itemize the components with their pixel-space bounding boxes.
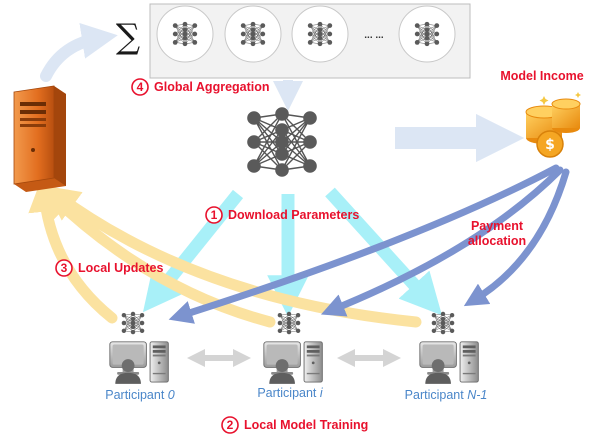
global-model-neural-network-icon — [245, 105, 319, 179]
neural-network-icon — [414, 21, 440, 47]
dollar-sign: $ — [545, 137, 555, 153]
payment-allocation-line1: Payment — [471, 219, 524, 233]
neural-network-icon — [240, 21, 266, 47]
payment-allocation-arrows — [168, 164, 570, 324]
model-circles — [156, 5, 456, 63]
step-global-aggregation: 4 Global Aggregation — [131, 78, 270, 96]
update-arrow-participant-n1 — [43, 185, 422, 328]
participant-i-user-computer-icon — [263, 341, 323, 384]
neural-network-icon — [172, 21, 198, 47]
step-4-number: 4 — [137, 80, 144, 94]
sigma-icon: ∑ — [116, 17, 140, 57]
participant-i-model-icon — [277, 311, 301, 335]
participant-0-label: Participant 0 — [105, 388, 175, 402]
step-3-label: Local Updates — [78, 261, 163, 275]
step-2-label: Local Model Training — [244, 418, 368, 432]
step-4-badge — [131, 78, 149, 96]
participant-i-label: Participant i — [257, 386, 324, 400]
payment-arrow-participant-i — [320, 166, 564, 317]
participant-n1-label: Participant N-1 — [405, 388, 488, 402]
step-local-model-training: 2 Local Model Training — [221, 416, 368, 434]
coins-icon: $ — [525, 92, 581, 158]
upload-to-aggregator-arrow — [40, 23, 118, 82]
step-1-label: Download Parameters — [228, 208, 359, 222]
step-4-label: Global Aggregation — [154, 80, 270, 94]
step-local-updates: 3 Local Updates — [55, 259, 163, 277]
neural-network-icon — [307, 21, 333, 47]
payment-arrow-participant-n1 — [463, 168, 570, 307]
dollar-icon — [536, 130, 564, 158]
ellipsis-text: ... ... — [364, 30, 384, 41]
step-3-number: 3 — [61, 261, 68, 275]
payment-arrow-participant-0 — [168, 164, 560, 324]
server-icon — [13, 85, 66, 192]
step-download-parameters: 1 Download Parameters — [205, 206, 359, 224]
participant-n1-user-computer-icon — [419, 341, 479, 384]
step-3-badge — [55, 259, 73, 277]
model-income-label: Model Income — [500, 69, 583, 83]
step-2-number: 2 — [227, 418, 234, 432]
participant-n1-model-icon — [431, 311, 455, 335]
payment-allocation-line2: allocation — [468, 234, 526, 248]
step-1-number: 1 — [211, 208, 218, 222]
participant-0-model-icon — [121, 311, 145, 335]
step-1-badge — [205, 206, 223, 224]
participant-0-user-computer-icon — [109, 341, 169, 384]
step-2-badge — [221, 416, 239, 434]
